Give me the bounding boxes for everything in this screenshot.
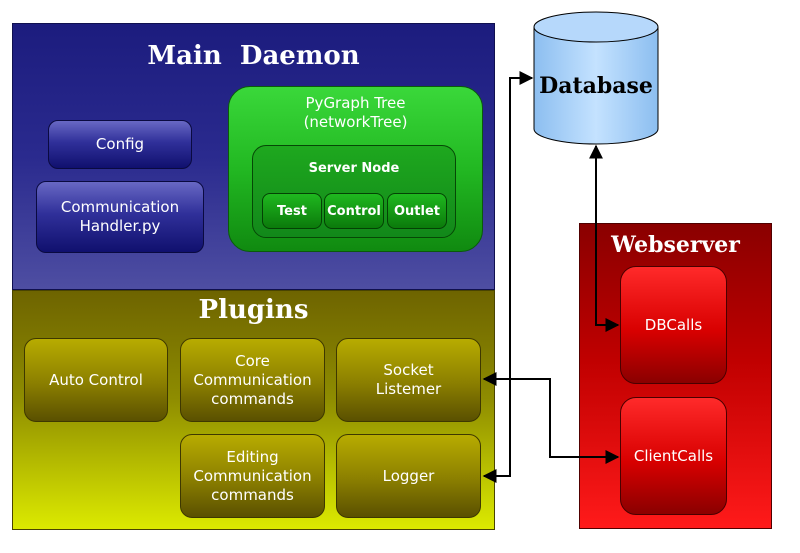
- editing-comm-line-3: commands: [211, 485, 294, 504]
- socket-clientcalls-connector: [482, 372, 620, 464]
- database-cylinder: [533, 11, 659, 145]
- server-node-label: Server Node: [308, 160, 400, 176]
- outlet-node: Outlet: [387, 193, 447, 229]
- dbcalls-box: DBCalls: [620, 266, 727, 384]
- comm-handler-line-1: Communication: [60, 198, 180, 216]
- clientcalls-box: ClientCalls: [620, 397, 727, 515]
- logger-label: Logger: [382, 466, 435, 485]
- test-node: Test: [262, 193, 322, 229]
- control-node: Control: [324, 193, 384, 229]
- communication-handler-box: Communication Handler.py: [36, 181, 204, 253]
- comm-handler-line-2: Handler.py: [79, 217, 161, 235]
- socket-listener-line-2: Listemer: [375, 380, 442, 398]
- auto-control-label: Auto Control: [49, 370, 143, 389]
- database-dbcalls-connector: [589, 144, 620, 332]
- editing-comm-line-2: Communication: [193, 466, 312, 485]
- core-comm-line-2: Communication: [193, 370, 312, 389]
- core-comm-line-3: commands: [211, 389, 294, 408]
- core-comm-line-1: Core: [235, 351, 270, 370]
- clientcalls-label: ClientCalls: [633, 447, 714, 465]
- logger-database-connector: [482, 71, 534, 483]
- main-daemon-title: Main Daemon: [147, 41, 360, 71]
- auto-control-box: Auto Control: [24, 338, 168, 422]
- config-label: Config: [95, 135, 145, 153]
- plugins-title: Plugins: [198, 295, 309, 325]
- logger-box: Logger: [336, 434, 481, 518]
- pygraph-line-2: (networkTree): [303, 113, 408, 131]
- database-label: Database: [539, 73, 653, 99]
- config-box: Config: [48, 120, 192, 169]
- dbcalls-label: DBCalls: [644, 316, 703, 334]
- socket-listener-box: Socket Listemer: [336, 338, 481, 422]
- editing-communication-box: Editing Communication commands: [180, 434, 325, 518]
- editing-comm-line-1: Editing: [226, 447, 279, 466]
- core-communication-box: Core Communication commands: [180, 338, 325, 422]
- pygraph-line-1: PyGraph Tree: [305, 94, 406, 112]
- socket-listener-line-1: Socket: [383, 361, 434, 379]
- pygraph-tree-label: PyGraph Tree (networkTree): [228, 92, 483, 134]
- webserver-title: Webserver: [611, 232, 740, 258]
